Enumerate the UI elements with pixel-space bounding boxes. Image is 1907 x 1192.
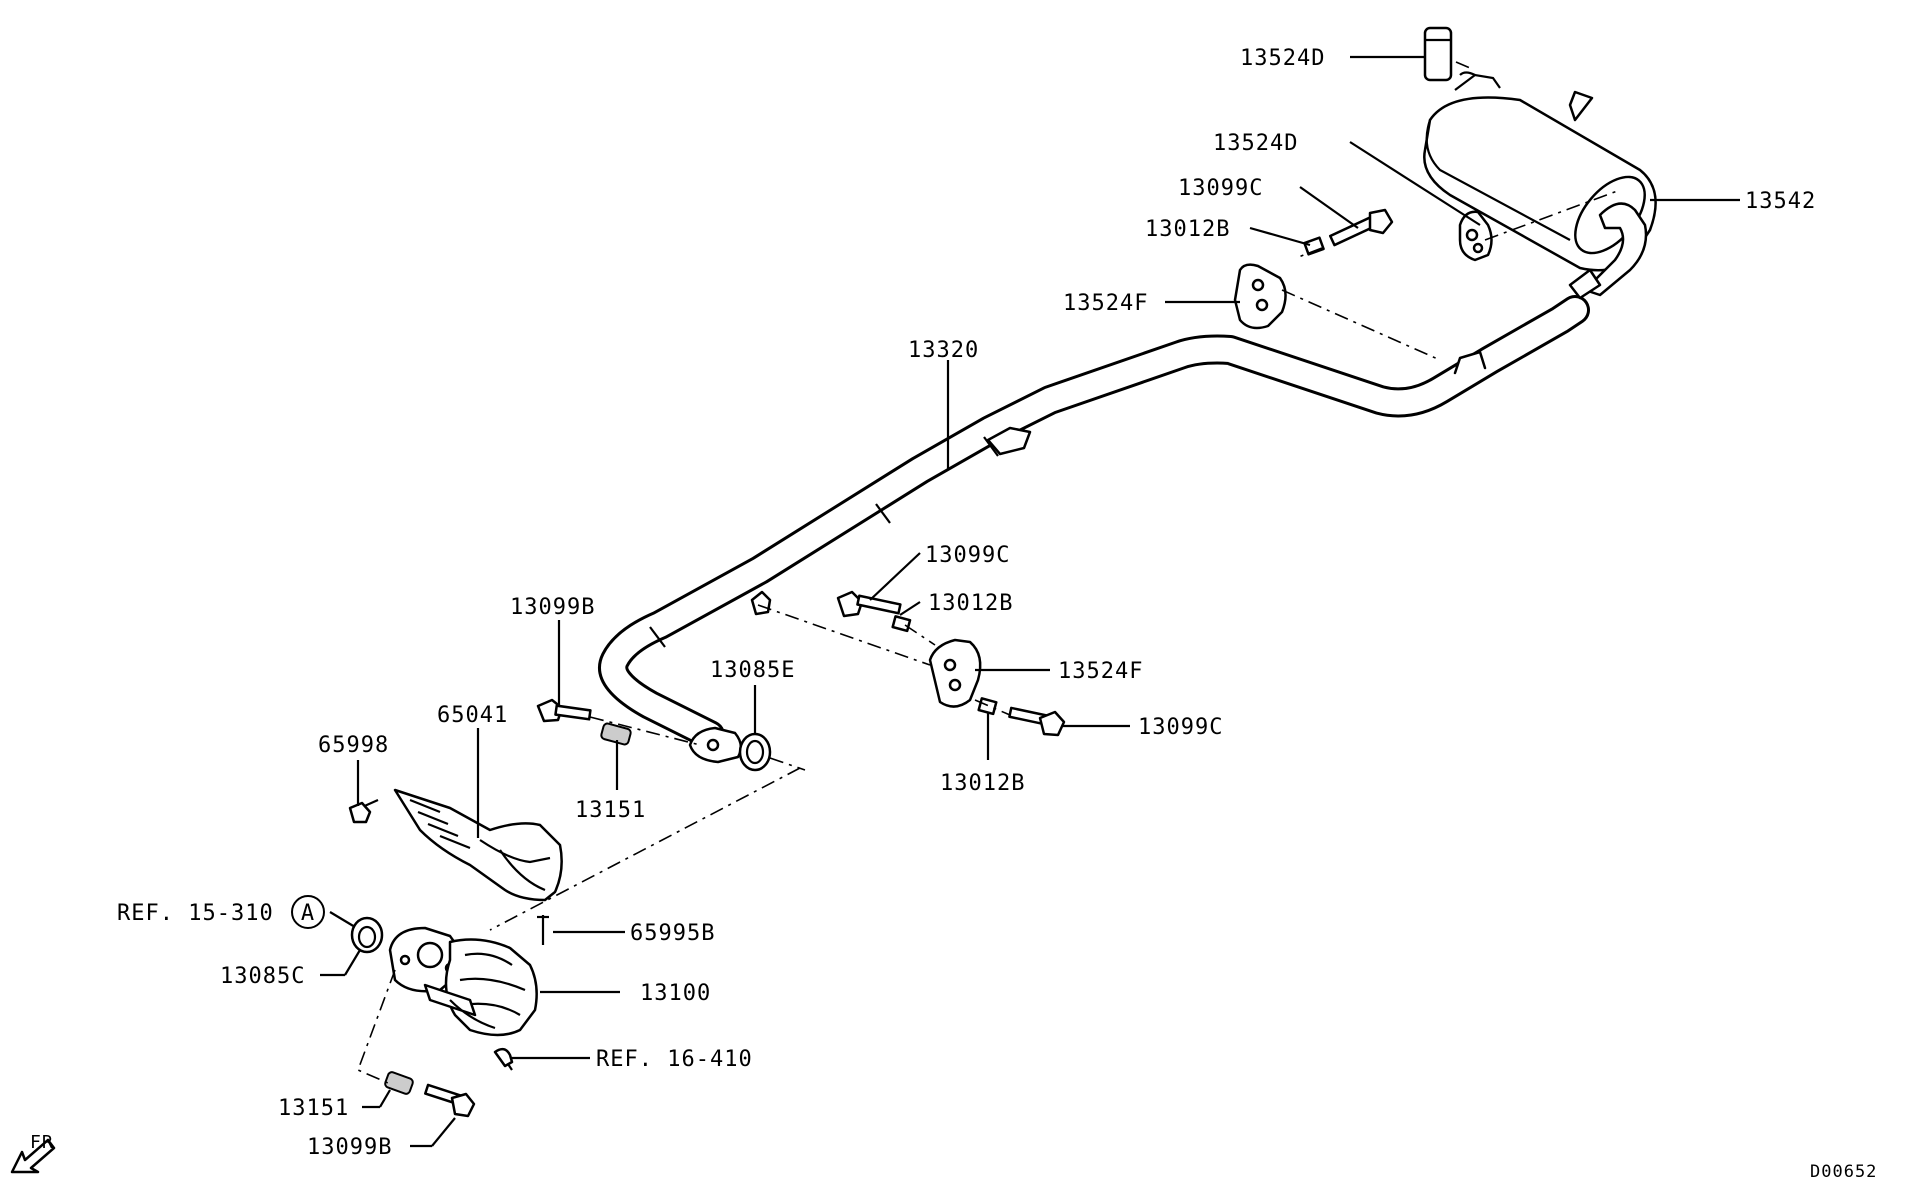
label-13012B-top: 13012B: [1145, 217, 1230, 242]
label-13524D-mid: 13524D: [1213, 131, 1298, 156]
label-ref-16-410: REF. 16-410: [596, 1047, 753, 1072]
label-13085E: 13085E: [710, 658, 795, 683]
bolt-13099C-upper: [1328, 208, 1394, 247]
label-13320: 13320: [908, 338, 979, 363]
label-13085C: 13085C: [220, 964, 305, 989]
label-13099B-bottom: 13099B: [307, 1135, 392, 1160]
label-13524F-top: 13524F: [1063, 291, 1148, 316]
bolt-13099B-upper: [536, 698, 592, 723]
label-13151-top: 13151: [575, 798, 646, 823]
ref-marker-a: A: [291, 895, 325, 929]
label-front: FR: [30, 1132, 54, 1153]
label-65995B: 65995B: [630, 921, 715, 946]
label-65041: 65041: [437, 703, 508, 728]
bolt-13099B-lower: [424, 1083, 476, 1118]
ref-marker-a-label: A: [301, 901, 315, 926]
label-13012B-mid: 13012B: [928, 591, 1013, 616]
muffler-13542: [1423, 71, 1657, 300]
label-13099C-top: 13099C: [1178, 176, 1263, 201]
label-ref-15-310: REF. 15-310: [117, 901, 274, 926]
label-diagram-code: D00652: [1810, 1162, 1877, 1182]
exhaust-pipe-13320: [598, 295, 1590, 764]
leader-lines: [320, 55, 1740, 1148]
bushing-13012B-mid: [891, 615, 912, 633]
bracket-13524F-mid: [928, 638, 982, 708]
label-13099C-mid: 13099C: [925, 543, 1010, 568]
spring-13151-upper: [600, 722, 632, 746]
front-arrow-icon: [10, 1138, 56, 1174]
hanger-13524D-mid: [1458, 210, 1493, 262]
label-13099C-low: 13099C: [1138, 715, 1223, 740]
bolt-13099C-mid: [836, 590, 902, 618]
label-13542: 13542: [1745, 189, 1816, 214]
label-13100: 13100: [640, 981, 711, 1006]
bolt-65998: [348, 798, 379, 824]
heat-protector-65041: [393, 788, 563, 902]
label-13012B-low: 13012B: [940, 771, 1025, 796]
hanger-13524D-top: [1423, 26, 1453, 82]
label-13151-bottom: 13151: [278, 1096, 349, 1121]
part-labels: 13524D 13524D 13099C 13012B 13524F 13542…: [30, 46, 1877, 1182]
label-13099B-top: 13099B: [510, 595, 595, 620]
label-65998: 65998: [318, 733, 389, 758]
assembly-lines: [356, 61, 1621, 1084]
bushing-13012B-upper: [1303, 236, 1325, 256]
label-13524F-mid: 13524F: [1058, 659, 1143, 684]
gasket-13085E: [738, 732, 772, 772]
catalytic-converter-13100: [388, 926, 538, 1037]
bracket-13524F-upper: [1233, 263, 1287, 330]
spring-13151-lower: [384, 1071, 414, 1095]
sensor-ref-16-410: [493, 1047, 514, 1071]
label-13524D-top: 13524D: [1240, 46, 1325, 71]
gasket-13085C: [350, 916, 384, 954]
bolt-13099C-low: [1008, 706, 1066, 737]
stud-65995B: [537, 915, 549, 945]
